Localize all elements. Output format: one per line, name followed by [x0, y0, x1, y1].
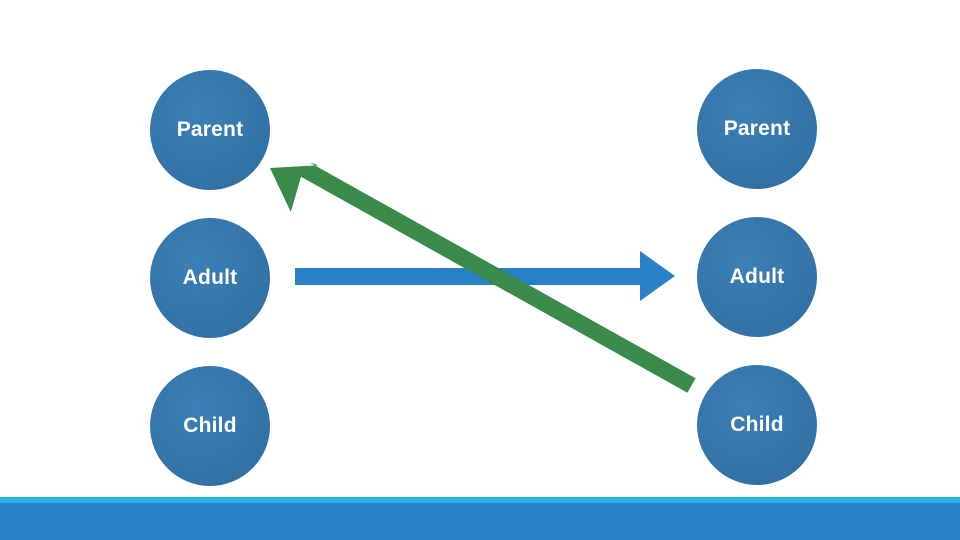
left-parent-label: Parent [176, 118, 244, 141]
right-adult-label: Adult [729, 265, 785, 288]
child-to-parent-arrow [270, 162, 696, 393]
right-adult-node: Adult [697, 217, 817, 337]
right-child-label: Child [730, 413, 784, 436]
right-parent-label: Parent [723, 117, 791, 140]
right-parent-node: Parent [697, 69, 817, 189]
left-child-label: Child [183, 414, 237, 437]
footer-accent-stripe [0, 497, 960, 503]
left-adult-node: Adult [150, 218, 270, 338]
right-child-node: Child [697, 365, 817, 485]
left-child-node: Child [150, 366, 270, 486]
footer-bar [0, 503, 960, 540]
left-adult-label: Adult [182, 266, 238, 289]
left-parent-node: Parent [150, 70, 270, 190]
